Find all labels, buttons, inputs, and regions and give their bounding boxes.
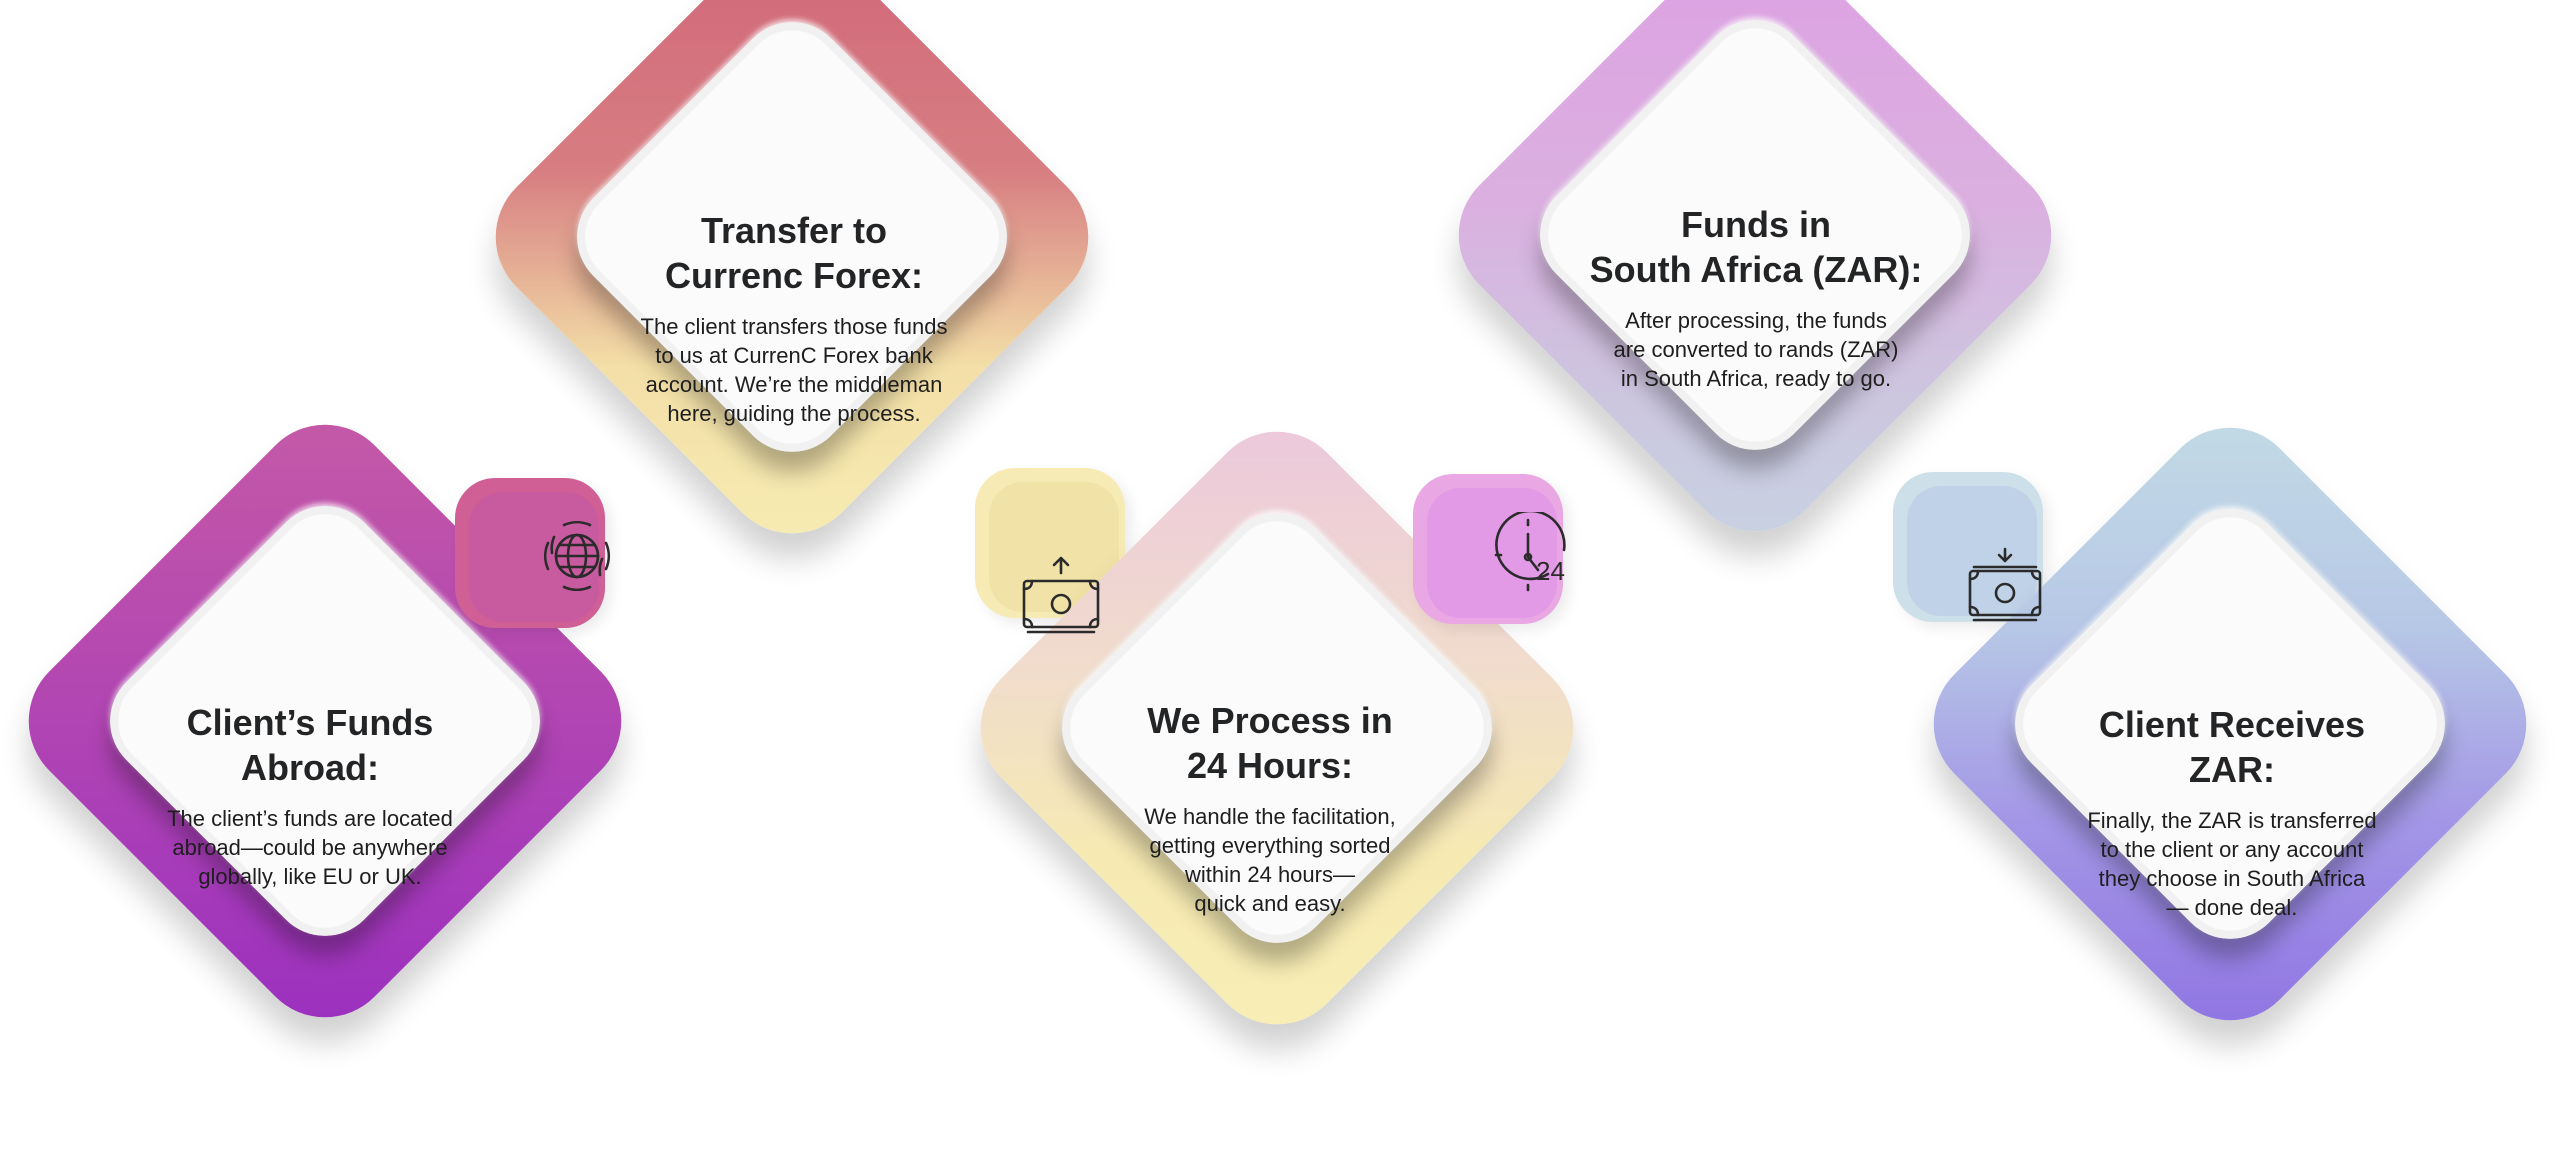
step-3-text: We Process in 24 Hours: We handle the fa…: [1060, 698, 1480, 918]
step-1-title: Client’s Funds Abroad:: [186, 702, 434, 788]
step-4-connector-tab: [1893, 472, 2043, 622]
step-1-text: Client’s Funds Abroad: The client’s fund…: [100, 700, 520, 891]
step-3-title: We Process in 24 Hours:: [1147, 700, 1393, 786]
step-3-description: We handle the facilitation, getting ever…: [1144, 804, 1396, 916]
globe-icon: [534, 513, 620, 599]
step-2-description: The client transfers those funds to us a…: [640, 314, 948, 426]
step-4-text: Funds in South Africa (ZAR): After proce…: [1546, 202, 1966, 393]
step-5-title: Client Receives ZAR:: [2098, 704, 2366, 790]
clock-24-label: 24: [1536, 556, 1565, 586]
step-5-description: Finally, the ZAR is transferred to the c…: [2087, 808, 2377, 920]
step-2-text: Transfer to Currenc Forex: The client tr…: [584, 208, 1004, 428]
step-1-description: The client’s funds are located abroad—co…: [167, 806, 453, 889]
money-upload-icon: [1018, 553, 1104, 639]
step-4-title: Funds in South Africa (ZAR):: [1589, 204, 1923, 290]
money-download-icon: [1962, 545, 2048, 631]
step-5-text: Client Receives ZAR: Finally, the ZAR is…: [2022, 702, 2442, 922]
step-4-description: After processing, the funds are converte…: [1613, 308, 1899, 391]
step-3-connector-tab: [1413, 474, 1563, 624]
step-2-title: Transfer to Currenc Forex:: [664, 210, 924, 296]
clock-24-icon: 24: [1488, 512, 1574, 598]
